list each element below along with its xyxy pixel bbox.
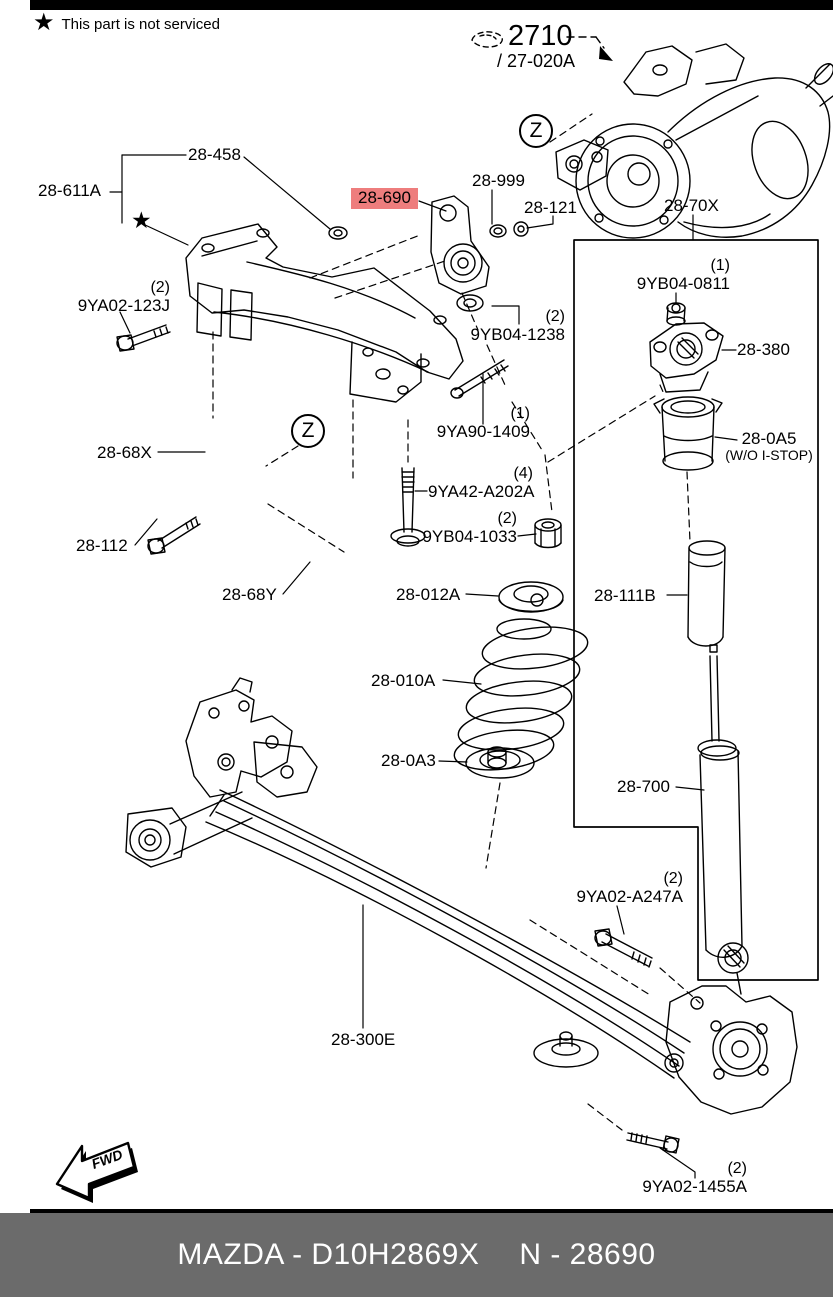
note-text: This part is not serviced — [61, 16, 220, 33]
label-28-121[interactable]: 28-121 — [524, 198, 577, 217]
qty-9YA02-123J: (2) — [150, 279, 170, 296]
footer-bar: MAZDA - D10H2869X N - 28690 — [0, 1213, 833, 1297]
label-28-380[interactable]: 28-380 — [737, 340, 790, 359]
label-28-999[interactable]: 28-999 — [472, 171, 525, 190]
axle-beam-drawing — [125, 677, 798, 1115]
shock-drawing — [697, 644, 749, 995]
detail-box — [573, 239, 819, 981]
label-9YA02-A247A[interactable]: (2) 9YA02-A247A — [576, 870, 683, 906]
star-marker-icon: ★ — [131, 207, 152, 233]
label-28-70X[interactable]: 28-70X — [664, 196, 719, 215]
label-28-690-highlighted[interactable]: 28-690 — [351, 188, 418, 210]
not-serviced-note: ★ This part is not serviced — [33, 11, 220, 35]
footer-part-number: N - 28690 — [519, 1238, 656, 1271]
fasteners-drawing — [116, 324, 680, 1154]
label-28-0A5[interactable]: 28-0A5 (W/O I-STOP) — [718, 429, 820, 464]
ref-leader — [566, 36, 613, 61]
qty-9YA02-1455A: (2) — [727, 1160, 747, 1177]
label-28-111B[interactable]: 28-111B — [594, 586, 656, 605]
label-9YB04-1033[interactable]: (2) 9YB04-1033 — [422, 510, 517, 546]
label-ref-27-020A[interactable]: / 27-020A — [497, 51, 576, 71]
strut-mount-drawing — [649, 302, 724, 393]
label-28-68X[interactable]: 28-68X — [97, 443, 152, 462]
view-marker-z-top: Z — [519, 114, 553, 148]
mount-bushing-drawing — [328, 195, 529, 312]
spring-drawing — [453, 581, 589, 779]
label-28-0A3[interactable]: 28-0A3 — [381, 751, 436, 770]
qty-9YA02-A247A: (2) — [663, 870, 683, 887]
label-9YA02-123J[interactable]: (2) 9YA02-123J — [73, 279, 170, 315]
qty-9YB04-1238: (2) — [545, 308, 565, 325]
star-icon: ★ — [33, 9, 55, 36]
label-28-611A[interactable]: 28-611A — [38, 181, 102, 200]
fwd-arrow-icon — [55, 1141, 138, 1203]
label-9YA90-1409[interactable]: (1) 9YA90-1409 — [436, 405, 530, 441]
qty-9YA42-A202A: (4) — [513, 465, 533, 482]
label-28-700[interactable]: 28-700 — [617, 777, 670, 796]
label-9YA42-A202A[interactable]: (4) 9YA42-A202A — [428, 465, 535, 501]
label-28-112[interactable]: 28-112 — [76, 536, 128, 555]
label-28-0A5-note: (W/O I-STOP) — [725, 447, 813, 464]
label-28-012A[interactable]: 28-012A — [396, 585, 461, 604]
boot-drawing — [653, 396, 723, 471]
leader-lines — [109, 154, 738, 1179]
view-marker-z-mid: Z — [291, 414, 325, 448]
differential-drawing — [555, 43, 833, 239]
label-9YB04-1238[interactable]: (2) 9YB04-1238 — [470, 308, 565, 344]
label-9YB04-0811[interactable]: (1) 9YB04-0811 — [632, 257, 730, 293]
label-28-68Y[interactable]: 28-68Y — [222, 585, 277, 604]
top-divider — [30, 0, 833, 10]
label-28-010A[interactable]: 28-010A — [371, 671, 436, 690]
dashed-lines — [212, 113, 701, 1131]
footer-catalog-code: MAZDA - D10H2869X — [177, 1238, 480, 1271]
bump-stop-drawing — [687, 540, 726, 647]
label-ref-2710[interactable]: 2710 — [508, 20, 573, 52]
qty-9YA90-1409: (1) — [510, 405, 530, 422]
qty-9YB04-0811: (1) — [710, 257, 730, 274]
label-28-458[interactable]: 28-458 — [188, 145, 241, 164]
label-28-300E[interactable]: 28-300E — [331, 1030, 396, 1049]
label-9YA02-1455A[interactable]: (2) 9YA02-1455A — [638, 1160, 747, 1196]
bottom-divider — [30, 1209, 833, 1213]
qty-9YB04-1033: (2) — [497, 510, 517, 527]
crossmember-drawing — [185, 223, 464, 403]
clip-icon — [471, 31, 503, 48]
